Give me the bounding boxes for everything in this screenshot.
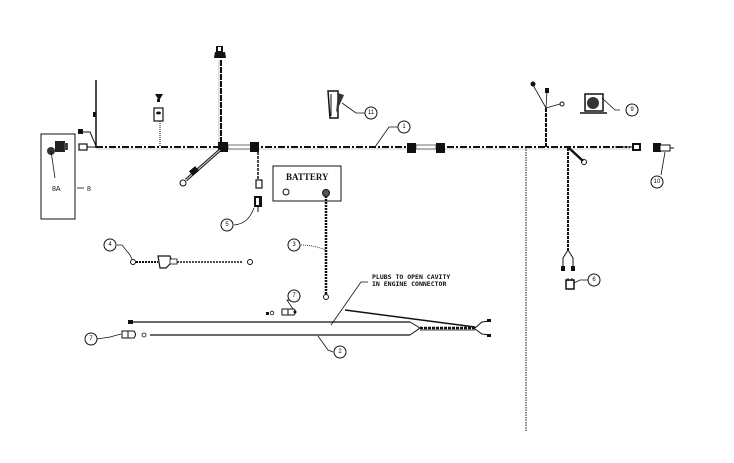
svg-text:1: 1 xyxy=(402,124,406,130)
callout-2: 2 xyxy=(333,345,347,359)
part-8-label: 8 xyxy=(87,186,91,193)
svg-text:3: 3 xyxy=(292,242,296,248)
svg-text:4: 4 xyxy=(108,242,112,248)
callout-1: 1 xyxy=(397,120,411,134)
switch-component xyxy=(153,94,164,147)
callout-6: 6 xyxy=(587,273,601,287)
callout-3: 3 xyxy=(287,238,301,252)
svg-text:7: 7 xyxy=(292,293,296,299)
part-5-branch xyxy=(233,152,263,226)
part-4-cable xyxy=(117,244,253,269)
callout-5: 5 xyxy=(220,218,234,232)
callout-10: 10 xyxy=(650,175,664,189)
part-2-harness xyxy=(128,281,491,353)
callout-11: 11 xyxy=(364,106,378,120)
part-1-leader xyxy=(374,126,398,148)
part-6-branch xyxy=(561,148,588,290)
callout-9: 9 xyxy=(625,103,639,117)
note-line-2: IN ENGINE CONNECTOR xyxy=(372,280,446,288)
svg-text:6: 6 xyxy=(592,277,596,283)
junction-block xyxy=(218,142,228,152)
main-harness xyxy=(78,80,641,153)
part-9-component xyxy=(580,93,620,114)
upper-lamp-branch xyxy=(214,46,226,142)
svg-text:7: 7 xyxy=(89,336,93,342)
junction-block xyxy=(436,143,445,153)
diagonal-ground-branch xyxy=(179,148,221,187)
part-7-lamp-lower xyxy=(96,330,136,340)
part-8-panel: 8A 8 xyxy=(40,133,91,220)
svg-text:2: 2 xyxy=(338,349,342,355)
svg-text:10: 10 xyxy=(654,179,661,185)
part-10-connector xyxy=(653,143,674,176)
part-8a-label: 8A xyxy=(52,186,61,193)
callout-4: 4 xyxy=(103,238,117,252)
note-line-1: PLUBS TO OPEN CAVITY xyxy=(372,273,450,281)
part-11-bracket xyxy=(327,90,365,119)
part-3-battery-cable xyxy=(300,196,329,300)
junction-block xyxy=(250,142,259,152)
callout-7-upper: 7 xyxy=(287,289,301,303)
callout-7-lower: 7 xyxy=(84,332,98,346)
junction-block xyxy=(407,143,416,153)
right-ground-branch xyxy=(568,147,587,165)
svg-text:11: 11 xyxy=(368,110,375,116)
svg-text:9: 9 xyxy=(630,107,634,113)
part-7-lamp-upper xyxy=(281,299,297,316)
svg-text:5: 5 xyxy=(225,222,229,228)
part-8a-component xyxy=(47,141,68,179)
battery-label: BATTERY xyxy=(286,172,329,182)
upper-right-terminal-branch xyxy=(530,81,565,147)
battery: BATTERY xyxy=(272,165,342,202)
